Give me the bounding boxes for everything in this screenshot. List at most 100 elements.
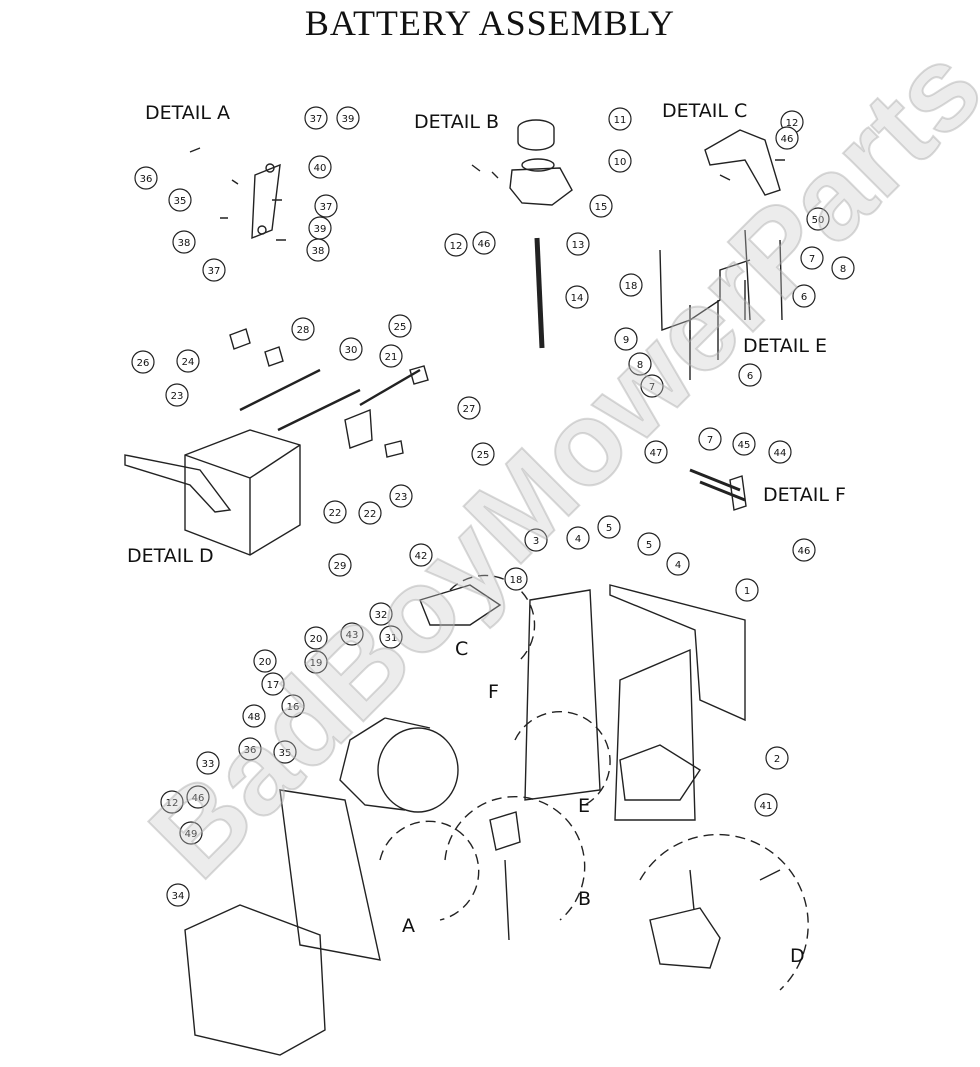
callout-49: 49 <box>179 821 203 845</box>
cap-part <box>517 119 555 151</box>
svg-text:46: 46 <box>781 134 794 145</box>
callout-50: 50 <box>806 207 830 231</box>
svg-text:36: 36 <box>244 745 257 756</box>
callout-38: 38 <box>172 230 196 254</box>
callout-48: 48 <box>242 704 266 728</box>
svg-text:3: 3 <box>533 536 539 547</box>
svg-text:25: 25 <box>394 322 407 333</box>
svg-text:27: 27 <box>463 404 476 415</box>
svg-text:46: 46 <box>192 793 205 804</box>
svg-text:7: 7 <box>809 254 815 265</box>
callout-42: 42 <box>409 543 433 567</box>
svg-text:38: 38 <box>312 246 325 257</box>
callout-35: 35 <box>168 188 192 212</box>
svg-text:8: 8 <box>637 360 643 371</box>
callout-9: 9 <box>614 327 638 351</box>
detail-b-label: DETAIL B <box>414 111 500 133</box>
view-letter-B: B <box>578 888 591 910</box>
svg-text:46: 46 <box>478 239 491 250</box>
svg-text:2: 2 <box>774 754 780 765</box>
svg-text:47: 47 <box>650 448 663 459</box>
callout-12: 12 <box>444 233 468 257</box>
callout-29: 29 <box>328 553 352 577</box>
svg-text:29: 29 <box>334 561 347 572</box>
callout-24: 24 <box>176 349 200 373</box>
callout-4: 4 <box>566 526 590 550</box>
svg-text:45: 45 <box>738 440 751 451</box>
bracket-c-part <box>704 129 781 196</box>
callout-34: 34 <box>166 883 190 907</box>
body-34 <box>184 904 326 1056</box>
callout-14: 14 <box>565 285 589 309</box>
rear-panel-part <box>614 648 696 821</box>
panel-33 <box>279 789 381 961</box>
callout-7: 7 <box>640 374 664 398</box>
svg-text:19: 19 <box>310 658 323 669</box>
callout-6: 6 <box>792 284 816 308</box>
callout-25: 25 <box>388 314 412 338</box>
svg-text:31: 31 <box>385 633 398 644</box>
svg-text:12: 12 <box>166 798 179 809</box>
callout-13: 13 <box>566 232 590 256</box>
callout-40: 40 <box>308 155 332 179</box>
svg-text:20: 20 <box>259 657 272 668</box>
callout-38: 38 <box>306 238 330 262</box>
shield-42 <box>419 584 502 626</box>
detail-circles <box>379 574 809 991</box>
callout-3: 3 <box>524 528 548 552</box>
svg-text:50: 50 <box>812 215 825 226</box>
callout-44: 44 <box>768 440 792 464</box>
svg-text:11: 11 <box>614 115 627 126</box>
svg-text:5: 5 <box>646 540 652 551</box>
svg-text:6: 6 <box>747 371 753 382</box>
circle-d <box>639 833 809 991</box>
callout-27: 27 <box>457 396 481 420</box>
callout-46: 46 <box>186 785 210 809</box>
detail-d-label: DETAIL D <box>127 545 214 567</box>
svg-text:48: 48 <box>248 712 261 723</box>
callout-32: 32 <box>369 602 393 626</box>
callout-7: 7 <box>698 427 722 451</box>
view-letter-C: C <box>455 638 468 660</box>
svg-text:39: 39 <box>342 114 355 125</box>
svg-text:34: 34 <box>172 891 185 902</box>
svg-text:39: 39 <box>314 224 327 235</box>
svg-text:22: 22 <box>329 508 342 519</box>
callout-22: 22 <box>323 500 347 524</box>
callout-36: 36 <box>238 737 262 761</box>
callout-37: 37 <box>304 106 328 130</box>
svg-text:12: 12 <box>450 241 463 252</box>
view-letter-F: F <box>488 681 499 703</box>
svg-text:17: 17 <box>267 680 280 691</box>
callout-41: 41 <box>754 793 778 817</box>
svg-text:37: 37 <box>320 202 333 213</box>
callout-25: 25 <box>471 442 495 466</box>
callout-23: 23 <box>389 484 413 508</box>
circle-b <box>444 795 586 921</box>
svg-text:7: 7 <box>707 435 713 446</box>
callout-20: 20 <box>304 626 328 650</box>
side-panel-part <box>524 589 601 801</box>
svg-text:44: 44 <box>774 448 787 459</box>
view-letter-D: D <box>790 945 805 967</box>
detail-e-label: DETAIL E <box>743 335 827 357</box>
callout-31: 31 <box>379 625 403 649</box>
callout-39: 39 <box>308 216 332 240</box>
svg-text:1: 1 <box>744 586 750 597</box>
callout-18: 18 <box>619 273 643 297</box>
svg-text:14: 14 <box>571 293 584 304</box>
callout-10: 10 <box>608 149 632 173</box>
frame-top-part <box>609 584 746 722</box>
svg-text:15: 15 <box>595 202 608 213</box>
callout-12: 12 <box>160 790 184 814</box>
callout-43: 43 <box>340 622 364 646</box>
callout-5: 5 <box>597 515 621 539</box>
callout-28: 28 <box>291 317 315 341</box>
callout-47: 47 <box>644 440 668 464</box>
svg-text:18: 18 <box>510 575 523 586</box>
bracket-part <box>251 163 281 240</box>
callout-30: 30 <box>339 337 363 361</box>
svg-text:20: 20 <box>310 634 323 645</box>
svg-text:22: 22 <box>364 509 377 520</box>
callout-26: 26 <box>131 350 155 374</box>
